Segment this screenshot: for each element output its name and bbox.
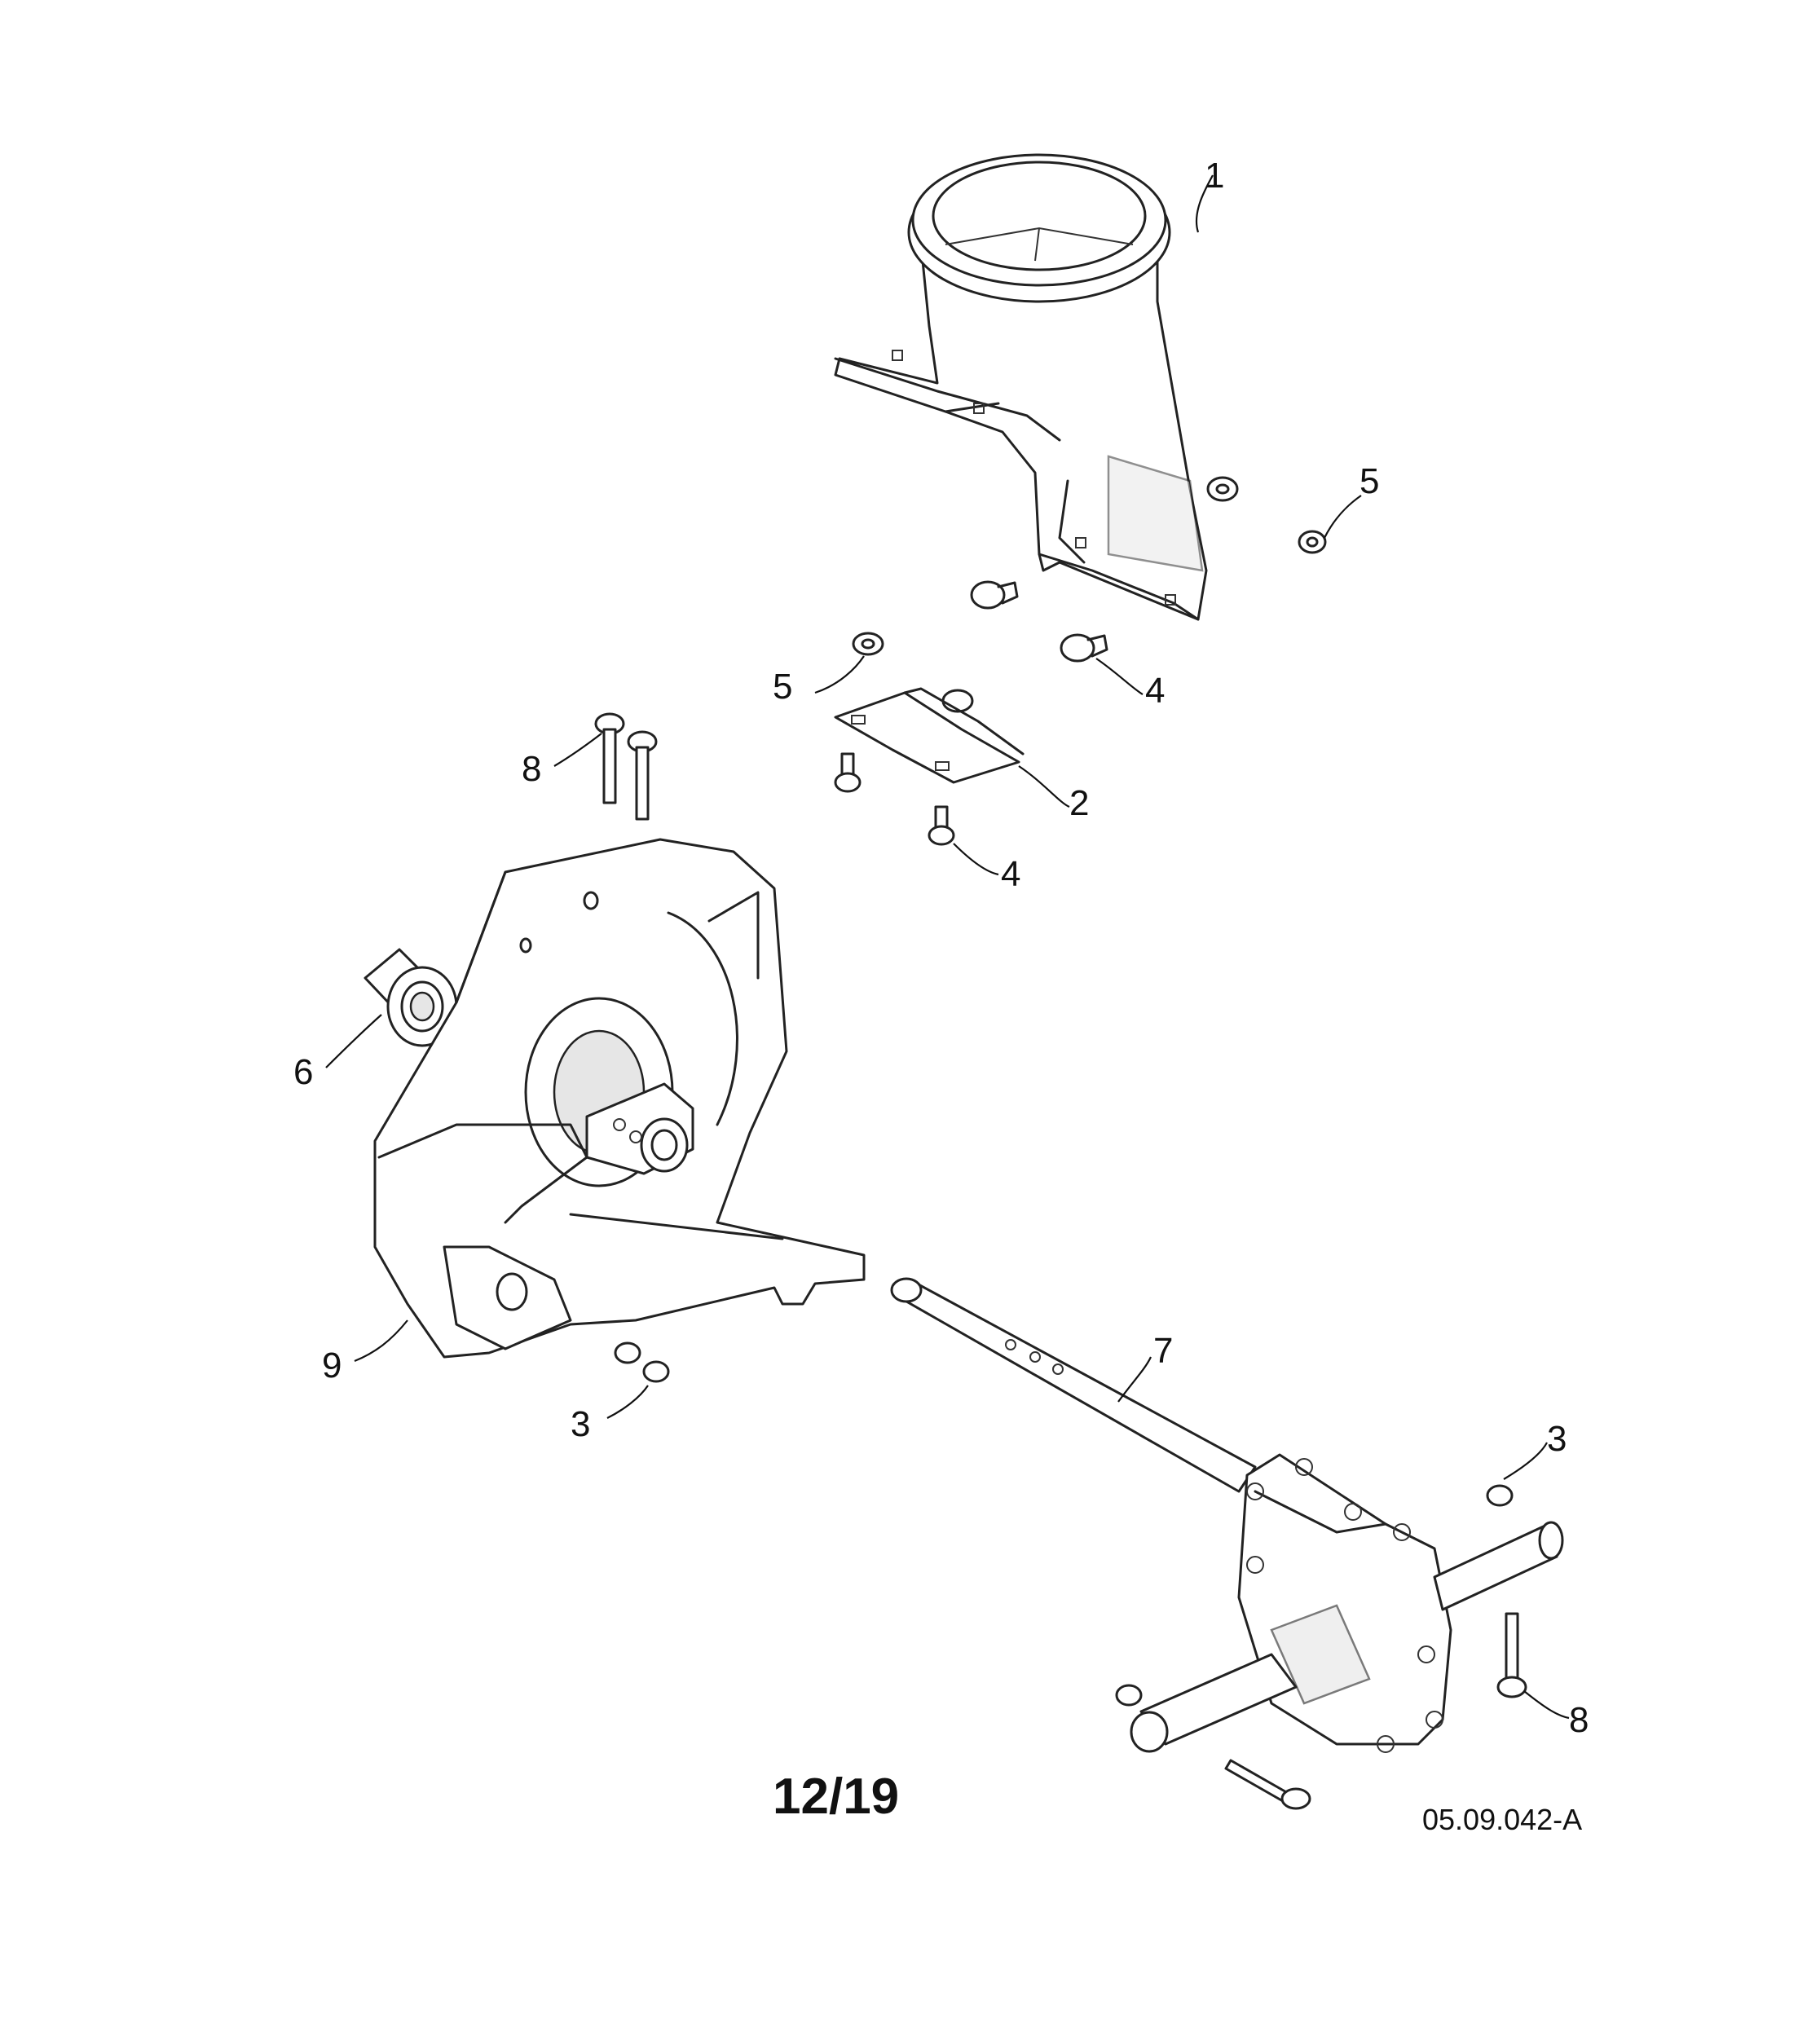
callout-8-lower: 8 [1569,1700,1589,1740]
callout-5-left: 5 [773,667,792,707]
callout-leaders [325,174,1570,1720]
page-number: 12/19 [773,1769,899,1825]
callout-6: 6 [293,1052,313,1092]
part-8-hex-bolts-lower [1224,1612,1527,1810]
callout-2: 2 [1069,783,1089,823]
callout-1: 1 [1205,156,1224,196]
callout-4-upper: 4 [1145,671,1165,711]
callout-3-right: 3 [1547,1419,1567,1459]
part-5-flange-nuts [852,476,1327,713]
callout-7: 7 [1153,1331,1173,1371]
callout-4-lower: 4 [1001,854,1020,894]
callout-5-right: 5 [1359,461,1379,501]
callout-9: 9 [322,1346,342,1385]
part-3-hex-nuts [614,1341,1514,1707]
part-4-carriage-bolts [834,580,1108,846]
part-6-bearing [364,948,458,1047]
callout-3-left: 3 [571,1404,590,1444]
drawing-code: 05.09.042-A [1422,1803,1582,1836]
callout-labels: 1 5 5 4 2 4 8 6 9 3 7 3 8 [293,156,1589,1740]
part-9-auger-housing [373,838,866,1359]
part-8-hex-bolts [594,712,658,821]
callout-8-upper: 8 [522,749,541,789]
part-2-deflector-plate [834,687,1025,784]
part-7-drive-shaft-gearbox [890,1277,1564,1753]
part-1-discharge-chute [834,153,1208,621]
